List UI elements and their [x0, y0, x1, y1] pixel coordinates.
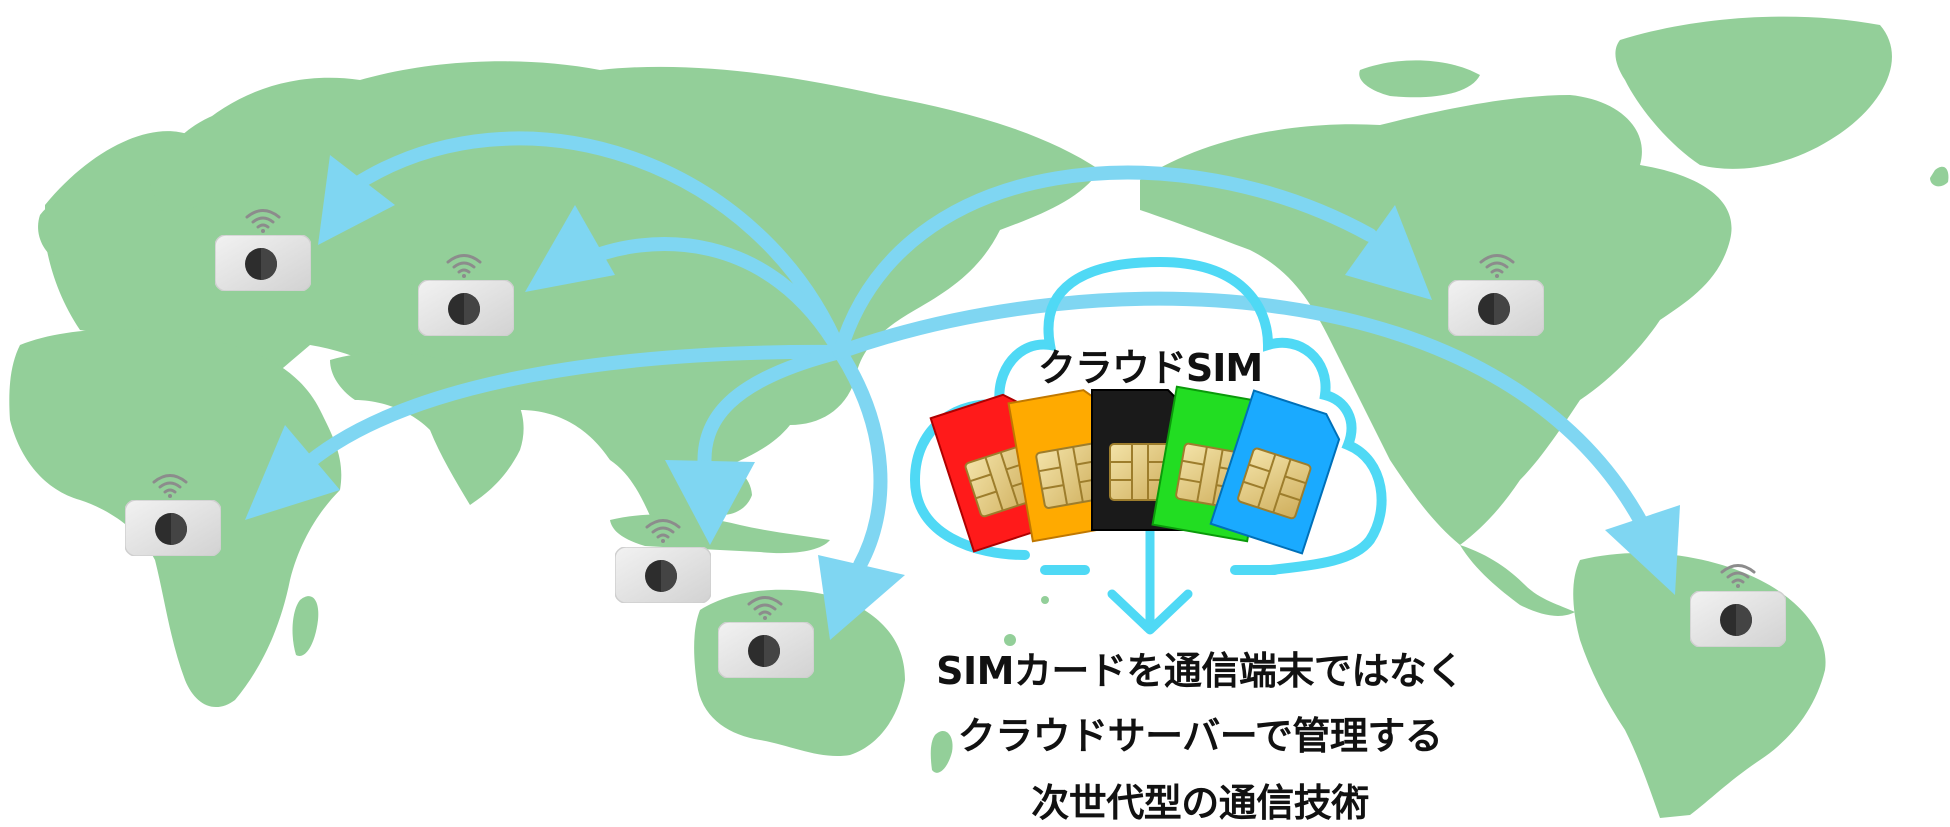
mobile-router-icon: [718, 622, 814, 678]
connection-arrow-north-america: [833, 165, 1377, 359]
landmass-madagascar: [292, 596, 319, 656]
mobile-router-icon: [125, 500, 221, 556]
landmass-indonesia: [610, 514, 830, 554]
landmass-eurasia: [45, 61, 1100, 561]
connection-arrow-australia: [833, 345, 888, 572]
caption-line-1: SIMカードを通信端末ではなく: [936, 649, 1464, 693]
landmass-arctic-islands: [1359, 60, 1480, 98]
landmass-new-zealand: [930, 731, 953, 773]
mobile-router-icon: [615, 547, 711, 603]
cloud-icon: [909, 256, 1387, 575]
arrowhead-north-america: [1345, 205, 1432, 300]
mobile-router-icon: [215, 235, 311, 291]
arrowhead-indonesia: [665, 460, 755, 545]
landmass-pacific-island: [1041, 596, 1049, 604]
landmass-pacific-island: [1004, 634, 1016, 646]
mobile-router-icon: [1448, 280, 1544, 336]
arrowhead-australia: [818, 555, 905, 640]
cloud-sim-label: クラウドSIM: [1037, 346, 1263, 390]
landmass-north-america: [1140, 95, 1732, 545]
mobile-router-icon: [418, 280, 514, 336]
arrowhead-europe: [318, 155, 395, 245]
arrowhead-russia: [525, 205, 615, 292]
connection-arrow-russia: [573, 237, 847, 359]
arrowhead-africa: [245, 425, 340, 520]
landmass-central-america: [1460, 545, 1575, 616]
caption-line-2: クラウドサーバーで管理する: [957, 714, 1443, 758]
mobile-router-icon: [1690, 591, 1786, 647]
connection-arrow-europe: [348, 131, 847, 359]
connection-arrow-indonesia: [697, 345, 847, 477]
landmass-uk: [38, 200, 80, 255]
arrowhead-south-america: [1605, 505, 1680, 595]
connection-arrow-africa: [293, 344, 847, 477]
landmass-greenland: [1615, 16, 1892, 169]
sim-card-icon: [1209, 389, 1341, 555]
landmass-iceland: [1930, 166, 1949, 187]
connection-arrow-south-america: [833, 291, 1647, 527]
landmass-scandinavia: [150, 110, 244, 212]
down-arrow-icon: [1107, 513, 1193, 635]
caption-line-3: 次世代型の通信技術: [1031, 781, 1369, 825]
